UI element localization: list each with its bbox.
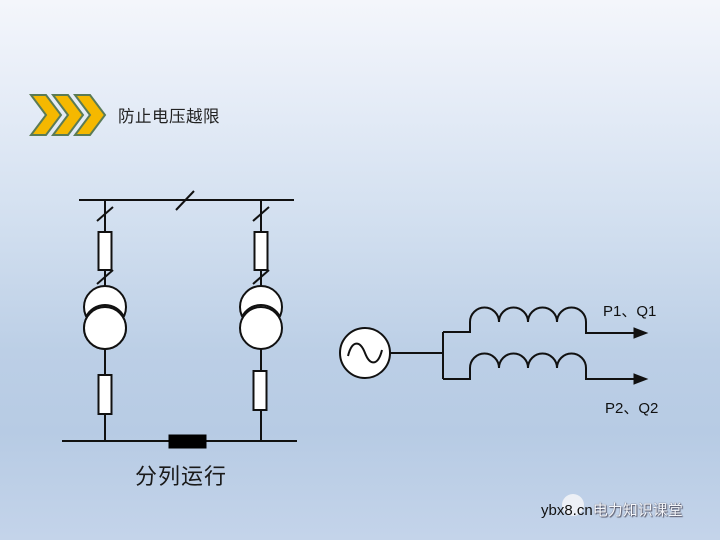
resistor-left-bottom	[97, 374, 113, 415]
slide-title: 防止电压越限	[118, 107, 220, 126]
watermark: ybx8.cn电力知识课堂	[541, 499, 683, 520]
breaker-right-top	[252, 206, 270, 222]
breaker-left-mid	[96, 269, 114, 285]
current-limiting-reactor	[168, 434, 207, 449]
parallel-line-diagram	[339, 306, 649, 385]
resistor-left-top	[97, 231, 113, 271]
inductor-lower	[443, 352, 636, 380]
arrow-upper-icon	[633, 327, 649, 339]
arrow-lower-icon	[633, 373, 649, 385]
split-operation-diagram	[62, 190, 297, 449]
breaker-left-top	[96, 206, 114, 222]
watermark-logo-icon	[562, 494, 584, 516]
inductor-upper	[443, 306, 636, 334]
watermark-site: ybx8.cn	[541, 502, 593, 519]
branch-2-label: P2、Q2	[605, 400, 659, 417]
triple-chevron-icon	[29, 94, 107, 136]
sine-wave-icon	[347, 342, 383, 364]
breaker-right-mid	[252, 269, 270, 285]
watermark-text: 电力知识课堂	[592, 501, 683, 519]
left-diagram-caption: 分列运行	[135, 465, 228, 490]
resistor-right-top	[253, 231, 269, 271]
resistor-right-bottom	[252, 370, 268, 411]
bus-tie-breaker	[175, 190, 195, 211]
branch-1-label: P1、Q1	[603, 303, 657, 320]
